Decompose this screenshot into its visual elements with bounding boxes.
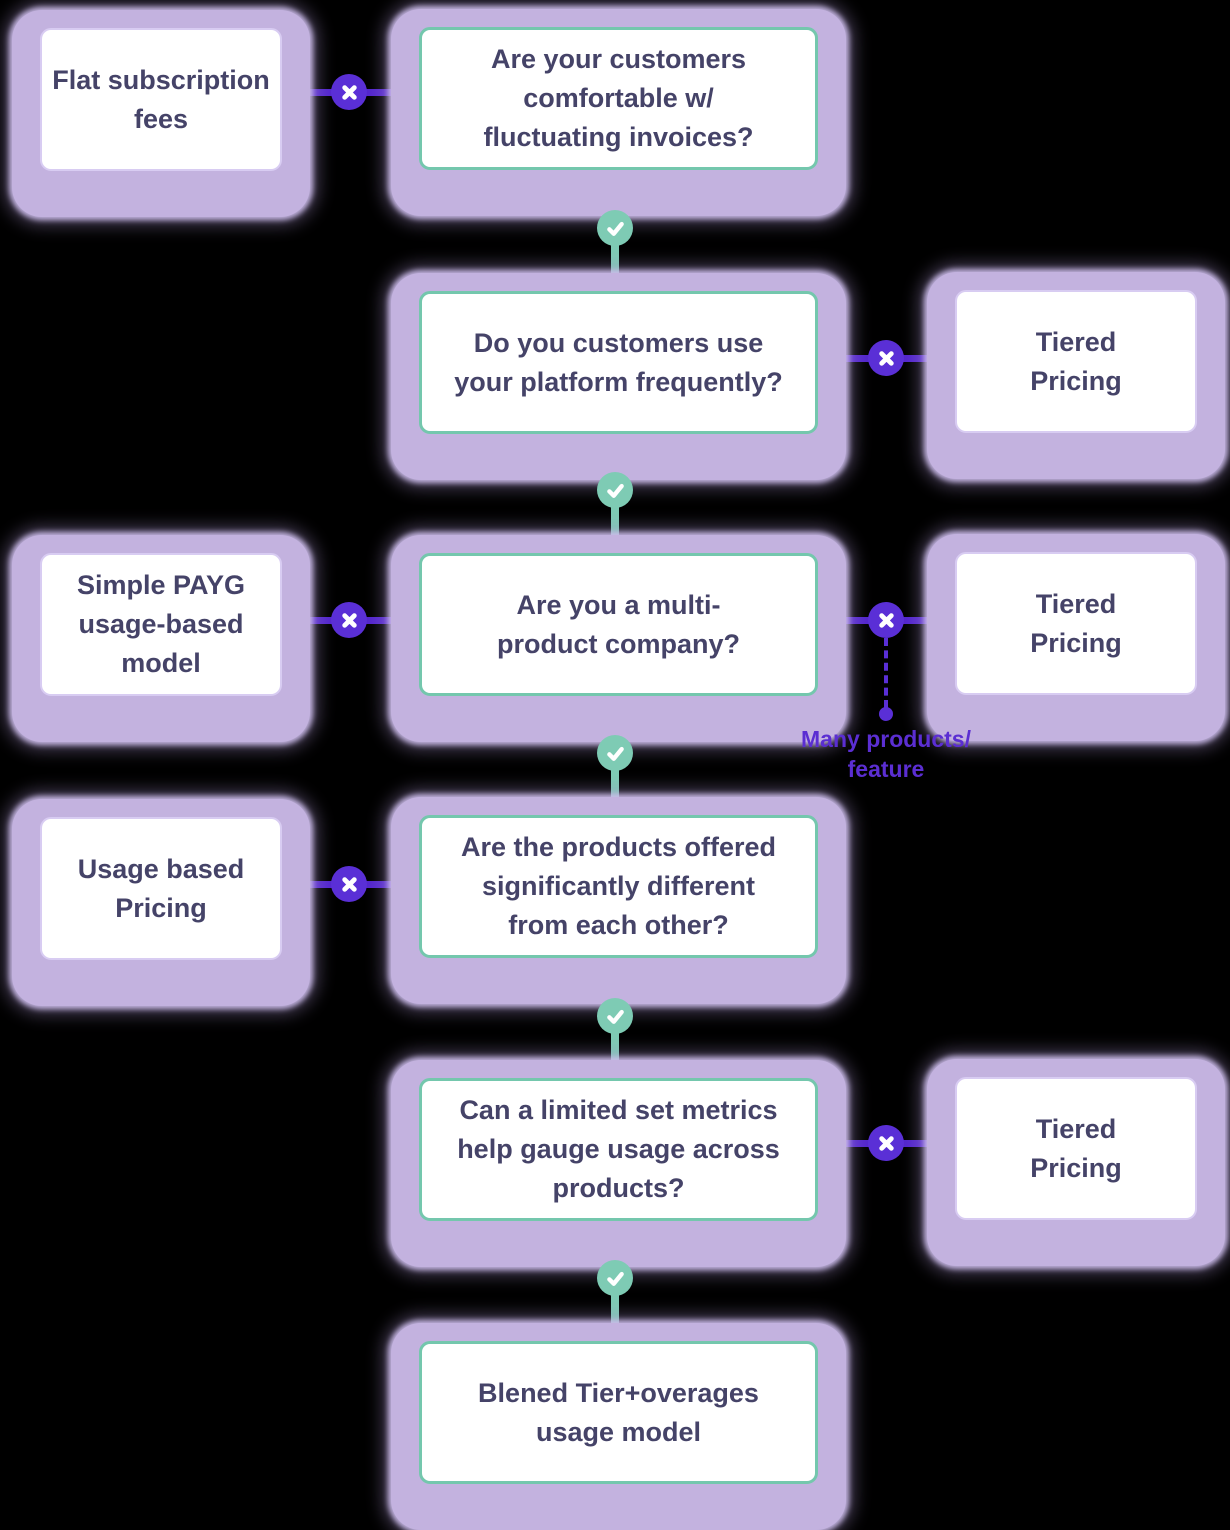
no-badge (331, 602, 367, 638)
no-badge (868, 340, 904, 376)
yes-badge (597, 998, 633, 1034)
check-icon (606, 746, 624, 761)
node-simple-payg: Simple PAYG usage-based model (12, 535, 310, 742)
connector-dashed-annotation (884, 638, 888, 708)
node-tiered-pricing-2: Tiered Pricing (927, 534, 1225, 741)
node-tiered-pricing-3: Tiered Pricing (927, 1059, 1225, 1266)
node-tiered-pricing-1: Tiered Pricing (927, 272, 1225, 479)
x-icon (341, 876, 357, 892)
yes-badge (597, 472, 633, 508)
node-label: Are the products offered significantly d… (419, 815, 818, 958)
no-badge (868, 602, 904, 638)
node-label: Usage based Pricing (40, 817, 282, 960)
node-label: Tiered Pricing (955, 1077, 1197, 1220)
yes-badge (597, 1260, 633, 1296)
x-icon (878, 350, 894, 366)
annotation-dot (879, 707, 893, 721)
yes-badge (597, 210, 633, 246)
x-icon (878, 1135, 894, 1151)
node-question-multi-product: Are you a multi- product company? (391, 535, 846, 742)
no-badge (868, 1125, 904, 1161)
x-icon (341, 612, 357, 628)
node-question-products-different: Are the products offered significantly d… (391, 797, 846, 1004)
check-icon (606, 1271, 624, 1286)
node-label: Simple PAYG usage-based model (40, 553, 282, 696)
node-label: Can a limited set metrics help gauge usa… (419, 1078, 818, 1221)
yes-badge (597, 735, 633, 771)
node-label: Are your customers comfortable w/ fluctu… (419, 27, 818, 170)
check-icon (606, 483, 624, 498)
node-question-limited-metrics: Can a limited set metrics help gauge usa… (391, 1060, 846, 1267)
node-blended-model: Blened Tier+overages usage model (391, 1323, 846, 1530)
node-label: Tiered Pricing (955, 290, 1197, 433)
check-icon (606, 1009, 624, 1024)
check-icon (606, 221, 624, 236)
node-usage-based-pricing: Usage based Pricing (12, 799, 310, 1006)
node-question-fluctuating-invoices: Are your customers comfortable w/ fluctu… (391, 9, 846, 216)
node-label: Flat subscription fees (40, 28, 282, 171)
node-label: Tiered Pricing (955, 552, 1197, 695)
annotation-many-products: Many products/ feature (801, 726, 971, 782)
node-label: Do you customers use your platform frequ… (419, 291, 818, 434)
node-label: Blened Tier+overages usage model (419, 1341, 818, 1484)
no-badge (331, 74, 367, 110)
no-badge (331, 866, 367, 902)
node-flat-subscription-fees: Flat subscription fees (12, 10, 310, 217)
node-label: Are you a multi- product company? (419, 553, 818, 696)
node-question-platform-frequency: Do you customers use your platform frequ… (391, 273, 846, 480)
x-icon (341, 84, 357, 100)
x-icon (878, 612, 894, 628)
